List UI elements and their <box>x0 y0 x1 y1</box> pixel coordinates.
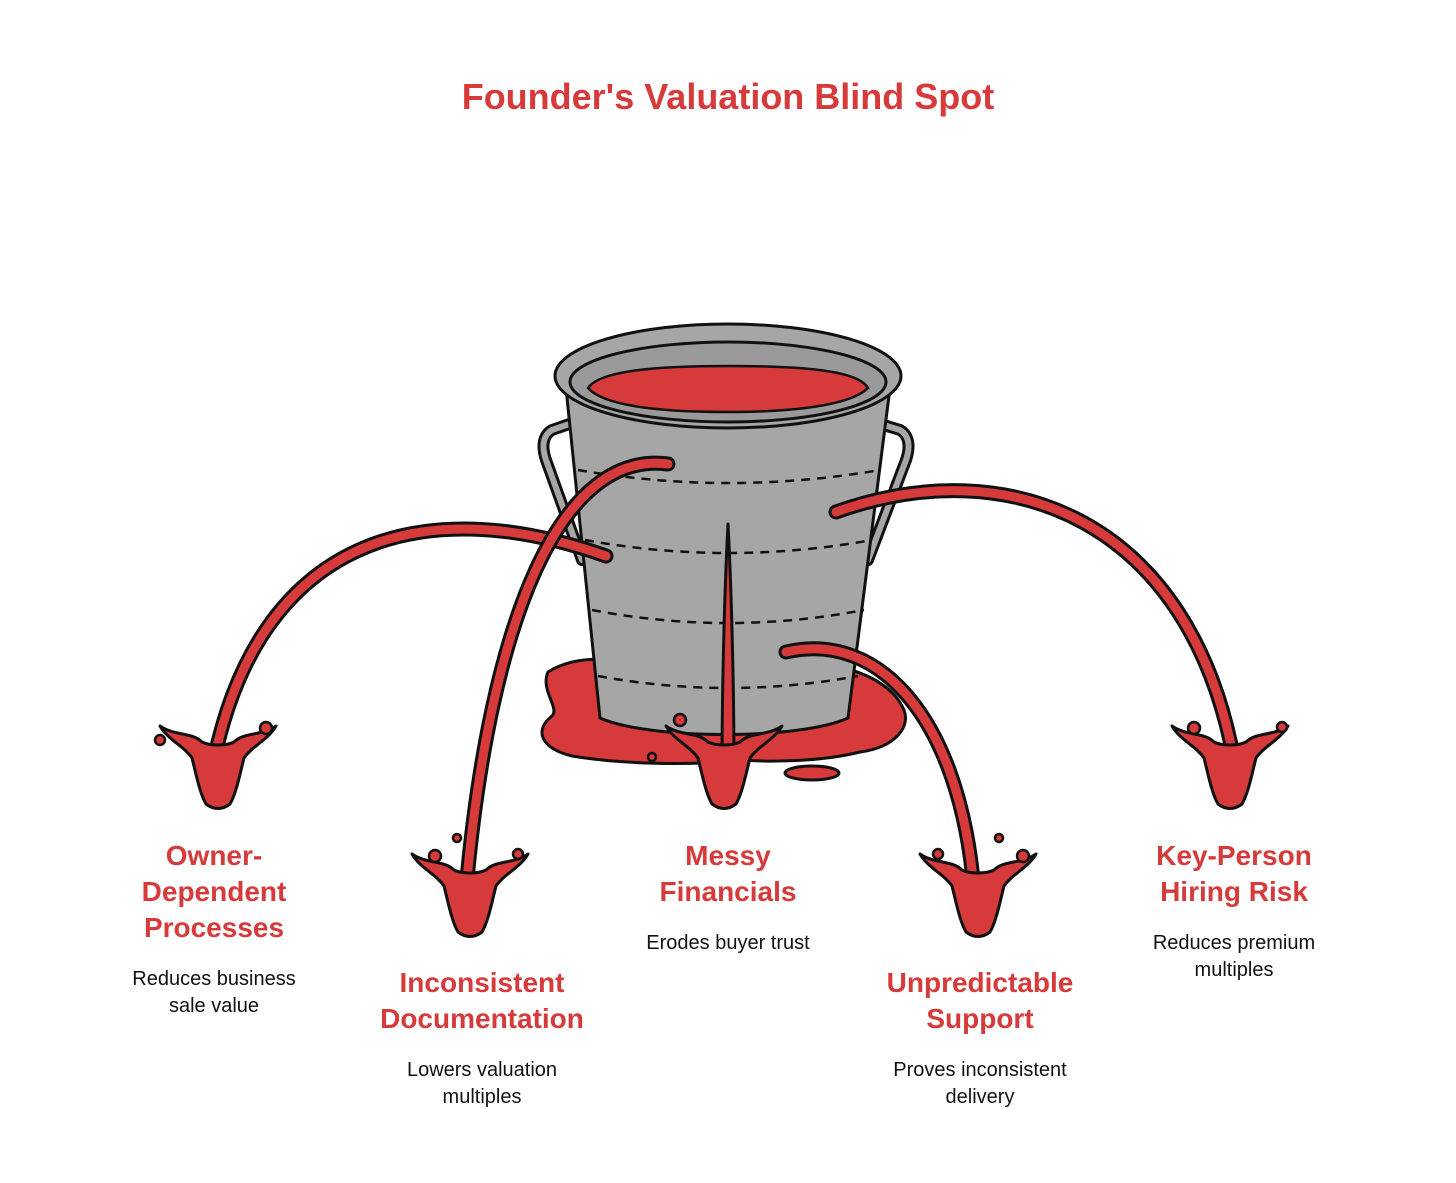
small-puddle <box>783 764 841 782</box>
leak-label-unpredictable-support: Unpredictable Support Proves inconsisten… <box>887 965 1074 1111</box>
leak-description: Erodes buyer trust <box>646 932 810 954</box>
leak-label-owner-dependent: Owner- Dependent Processes Reduces busin… <box>132 838 295 1020</box>
droplets <box>153 712 1289 864</box>
leak-title: Unpredictable Support <box>886 967 1074 1034</box>
leak-description: Reduces premium multiples <box>1152 932 1316 981</box>
leak-title: Messy Financials <box>659 840 797 907</box>
bucket-liquid <box>586 364 870 414</box>
leak-description: Reduces business sale value <box>132 968 296 1017</box>
leak-label-inconsistent-documentation: Inconsistent Documentation Lowers valuat… <box>380 965 584 1111</box>
leak-title: Inconsistent Documentation <box>380 967 584 1034</box>
leak-description: Lowers valuation multiples <box>406 1059 558 1108</box>
leak-description: Proves inconsistent delivery <box>893 1059 1067 1108</box>
leak-label-messy-financials: Messy Financials Erodes buyer trust <box>646 838 809 957</box>
diagram-title: Founder's Valuation Blind Spot <box>461 76 995 117</box>
leak-title: Key-Person Hiring Risk <box>1156 840 1312 907</box>
leak-label-key-person: Key-Person Hiring Risk Reduces premium m… <box>1153 838 1315 984</box>
leak-title: Owner- Dependent Processes <box>141 840 287 943</box>
